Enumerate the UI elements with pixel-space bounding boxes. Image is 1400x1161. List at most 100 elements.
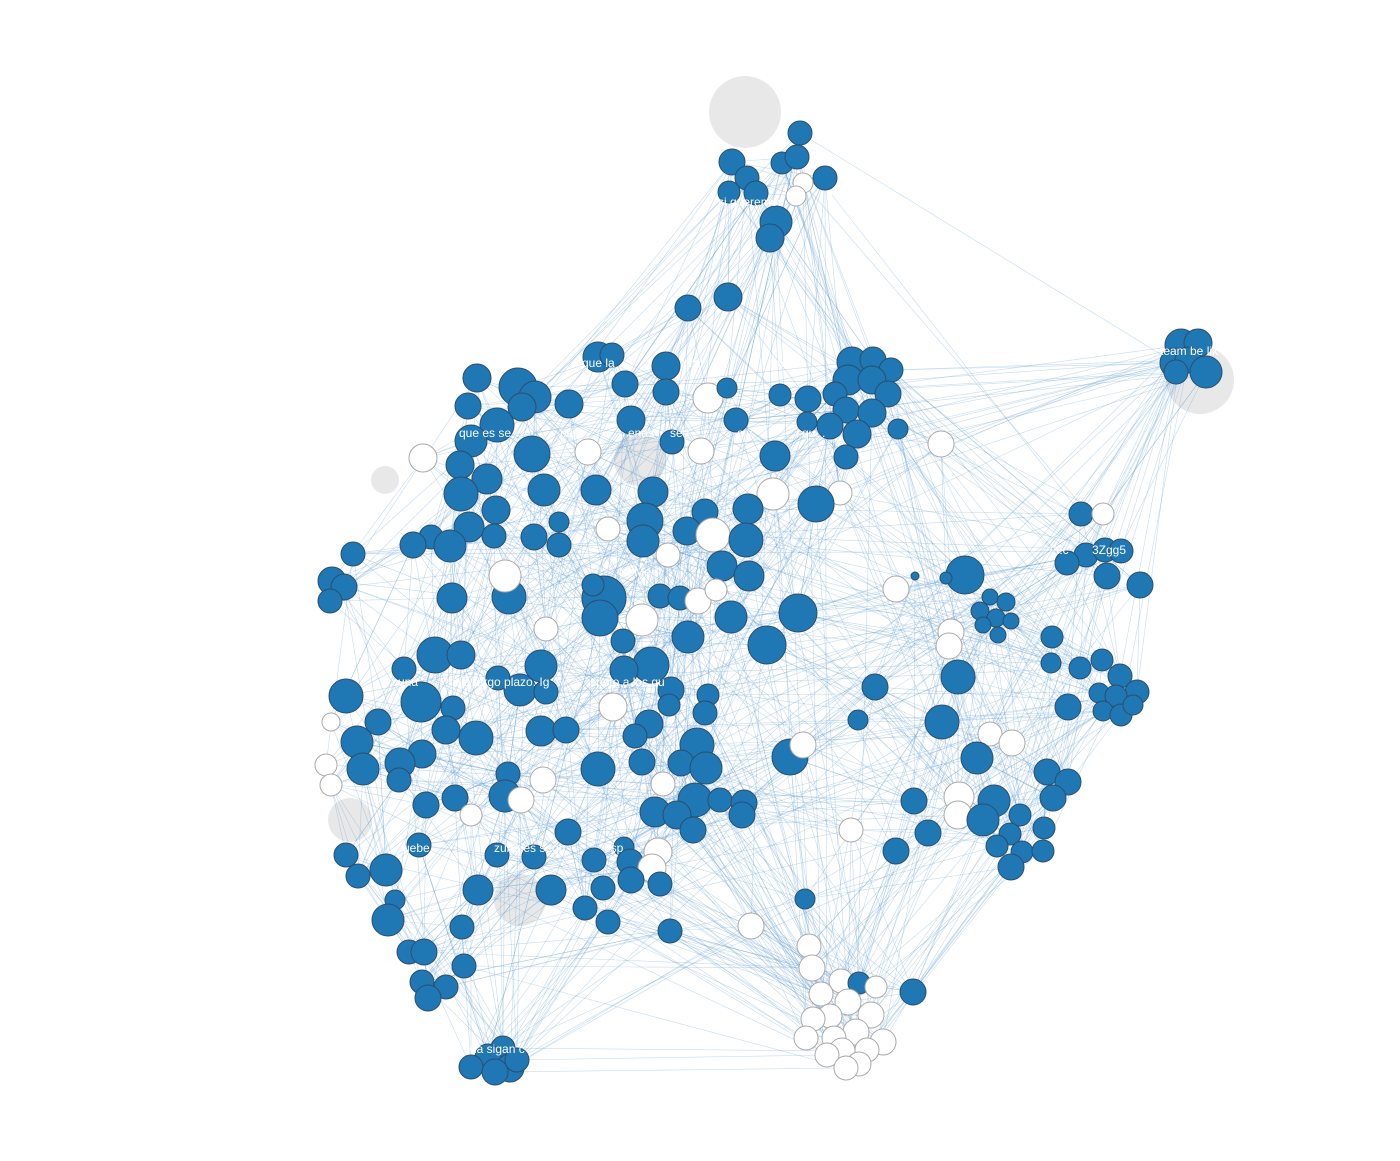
graph-node[interactable]	[887, 418, 909, 440]
graph-node[interactable]	[728, 801, 756, 829]
graph-node[interactable]	[364, 708, 392, 736]
graph-node[interactable]	[581, 573, 605, 597]
graph-node-unselected[interactable]	[459, 803, 483, 827]
graph-node-unselected[interactable]	[321, 712, 341, 732]
graph-node-unselected[interactable]	[864, 975, 888, 999]
graph-node[interactable]	[985, 834, 1009, 858]
graph-node[interactable]	[410, 938, 438, 966]
graph-node[interactable]	[768, 383, 792, 407]
graph-node-unselected[interactable]	[1091, 502, 1115, 526]
graph-node[interactable]	[997, 853, 1025, 881]
graph-node[interactable]	[507, 392, 537, 422]
graph-node[interactable]	[412, 791, 440, 819]
graph-node[interactable]	[546, 532, 572, 558]
graph-node[interactable]	[414, 984, 442, 1012]
graph-node[interactable]	[446, 640, 476, 670]
graph-node[interactable]	[445, 450, 475, 480]
graph-node[interactable]	[458, 1054, 484, 1080]
graph-node[interactable]	[1040, 652, 1062, 674]
graph-node[interactable]	[554, 818, 582, 846]
graph-node[interactable]	[481, 1058, 509, 1086]
graph-node[interactable]	[713, 282, 743, 312]
graph-node[interactable]	[451, 953, 477, 979]
graph-node[interactable]	[717, 180, 741, 204]
graph-node[interactable]	[581, 599, 619, 637]
graph-node[interactable]	[794, 385, 822, 413]
graph-node[interactable]	[449, 914, 475, 940]
graph-node[interactable]	[833, 444, 859, 470]
graph-node-unselected[interactable]	[838, 817, 864, 843]
graph-node[interactable]	[989, 626, 1007, 644]
graph-node[interactable]	[647, 871, 673, 897]
graph-node[interactable]	[525, 715, 557, 747]
graph-node[interactable]	[471, 463, 503, 495]
graph-node[interactable]	[718, 148, 746, 176]
graph-node[interactable]	[527, 473, 561, 507]
graph-node[interactable]	[462, 874, 494, 906]
graph-node[interactable]	[1008, 803, 1032, 827]
graph-node[interactable]	[609, 655, 639, 685]
graph-node-unselected[interactable]	[814, 1042, 840, 1068]
graph-node[interactable]	[552, 716, 580, 744]
graph-node[interactable]	[882, 837, 910, 865]
graph-node[interactable]	[714, 600, 748, 634]
graph-node[interactable]	[816, 412, 844, 440]
graph-node[interactable]	[436, 582, 468, 614]
graph-node[interactable]	[595, 909, 621, 935]
graph-node-unselected[interactable]	[650, 771, 676, 797]
graph-node[interactable]	[706, 550, 738, 582]
graph-node-unselected[interactable]	[833, 1055, 859, 1081]
graph-node[interactable]	[1163, 359, 1189, 385]
graph-node[interactable]	[659, 429, 685, 455]
graph-node-unselected[interactable]	[798, 954, 826, 982]
graph-node[interactable]	[778, 593, 818, 633]
graph-node-unselected[interactable]	[756, 477, 790, 511]
graph-node[interactable]	[787, 120, 813, 146]
graph-node[interactable]	[1068, 656, 1092, 680]
graph-node-unselected[interactable]	[796, 933, 822, 959]
graph-node-unselected[interactable]	[507, 786, 535, 814]
graph-node[interactable]	[400, 681, 442, 723]
graph-node[interactable]	[386, 767, 412, 793]
graph-node[interactable]	[797, 485, 835, 523]
graph-node[interactable]	[628, 748, 656, 776]
graph-node[interactable]	[617, 866, 645, 894]
graph-node[interactable]	[513, 435, 551, 473]
graph-node-unselected[interactable]	[927, 430, 955, 458]
graph-node[interactable]	[900, 787, 928, 815]
graph-node[interactable]	[651, 351, 681, 381]
graph-node[interactable]	[914, 819, 942, 847]
graph-node[interactable]	[784, 144, 810, 170]
graph-node[interactable]	[484, 842, 510, 868]
graph-node-unselected[interactable]	[488, 559, 522, 593]
graph-node-unselected[interactable]	[692, 382, 724, 414]
graph-node[interactable]	[924, 704, 960, 740]
graph-node-unselected[interactable]	[704, 578, 728, 602]
graph-node[interactable]	[590, 875, 616, 901]
graph-node-unselected[interactable]	[737, 912, 765, 940]
graph-node[interactable]	[391, 656, 417, 682]
graph-node-unselected[interactable]	[882, 575, 910, 603]
graph-node[interactable]	[728, 522, 764, 558]
graph-node[interactable]	[674, 294, 702, 322]
graph-node-unselected[interactable]	[793, 1025, 819, 1051]
graph-node[interactable]	[454, 392, 482, 420]
graph-node[interactable]	[689, 751, 723, 785]
graph-node[interactable]	[899, 978, 927, 1006]
graph-node[interactable]	[521, 844, 547, 870]
graph-node[interactable]	[723, 407, 749, 433]
graph-node[interactable]	[616, 405, 646, 435]
graph-node-unselected[interactable]	[655, 542, 681, 568]
graph-node[interactable]	[433, 529, 467, 563]
graph-node[interactable]	[857, 398, 887, 428]
graph-node[interactable]	[960, 741, 994, 775]
graph-node[interactable]	[755, 223, 785, 253]
graph-node[interactable]	[812, 165, 838, 191]
graph-node-unselected[interactable]	[808, 981, 834, 1007]
graph-node[interactable]	[692, 700, 718, 726]
graph-node[interactable]	[431, 715, 461, 745]
graph-node[interactable]	[1031, 839, 1055, 863]
graph-node-unselected[interactable]	[935, 632, 963, 660]
graph-node[interactable]	[1090, 648, 1114, 672]
graph-node[interactable]	[328, 678, 364, 714]
